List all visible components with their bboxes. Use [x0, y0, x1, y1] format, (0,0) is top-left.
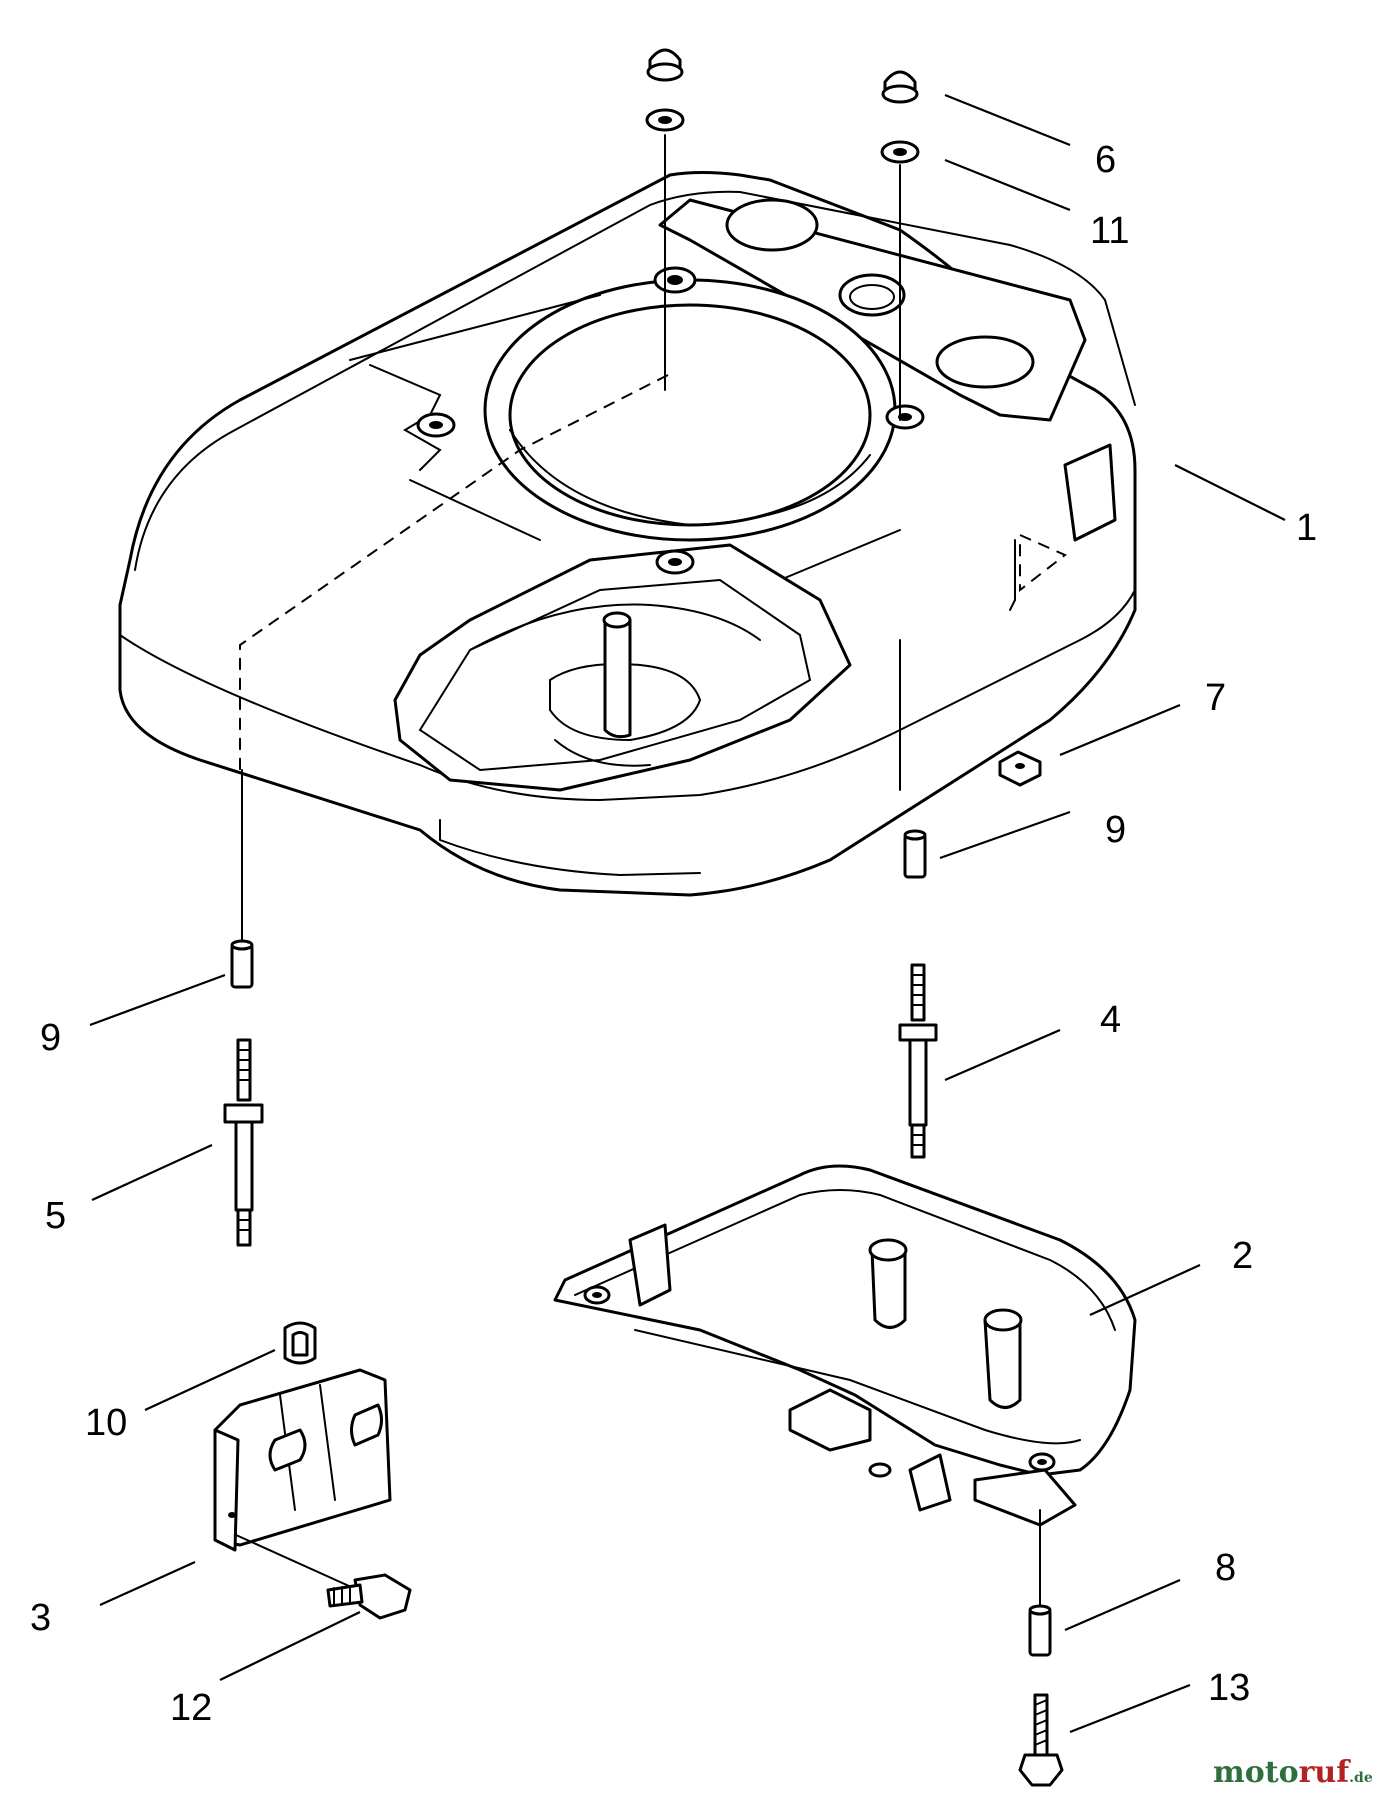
- washer-right: [880, 140, 920, 164]
- stud-right: [898, 963, 938, 1159]
- blower-housing: [118, 171, 1137, 897]
- callout-numbers: 1 2 3 4 5 6 7 8 9 9 10 11 12 13: [30, 139, 1317, 1729]
- spacer-bottom: [1028, 1604, 1052, 1657]
- callout-8: 8: [1215, 1547, 1236, 1589]
- callout-9-left: 9: [40, 1017, 61, 1059]
- watermark-suffix: .de: [1349, 1770, 1373, 1786]
- square-nut: [998, 750, 1042, 787]
- callout-6: 6: [1095, 139, 1116, 181]
- svg-text:motoruf.de: motoruf.de: [1213, 1755, 1373, 1790]
- screw-12: [235, 1534, 412, 1620]
- stud-left: [223, 1038, 264, 1247]
- washer-left: [645, 108, 685, 132]
- callout-leaders: [89, 93, 1286, 1734]
- callout-2: 2: [1232, 1235, 1253, 1277]
- bracket: [213, 1368, 392, 1552]
- callout-7: 7: [1205, 677, 1226, 719]
- screw-13: [1018, 1693, 1064, 1787]
- callout-13: 13: [1208, 1667, 1250, 1709]
- clip: [283, 1321, 317, 1365]
- callout-1: 1: [1296, 507, 1317, 549]
- cap-nut-left: [646, 48, 684, 82]
- cap-nut-right: [881, 70, 919, 104]
- spacer-right: [903, 829, 927, 879]
- watermark-text-ruf: ruf: [1299, 1755, 1352, 1790]
- spacer-left: [230, 939, 254, 989]
- watermark-text-moto: moto: [1213, 1755, 1299, 1790]
- base-pan: [553, 1164, 1137, 1527]
- callout-12: 12: [170, 1687, 212, 1729]
- callout-9-right: 9: [1105, 809, 1126, 851]
- callout-3: 3: [30, 1597, 51, 1639]
- callout-11: 11: [1090, 210, 1129, 252]
- callout-5: 5: [45, 1195, 66, 1237]
- callout-4: 4: [1100, 999, 1121, 1041]
- watermark-logo: motoruf.de: [1213, 1755, 1373, 1790]
- callout-10: 10: [85, 1402, 127, 1444]
